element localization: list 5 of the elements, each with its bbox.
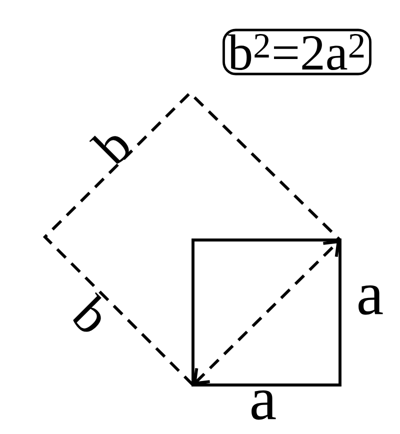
- side-label: a: [358, 285, 383, 315]
- side-label: a: [252, 390, 276, 420]
- side-label: b: [73, 292, 102, 332]
- side-label: b: [89, 136, 129, 164]
- formula-box: b$^{2}$=2a$^{2}$: [222, 28, 372, 76]
